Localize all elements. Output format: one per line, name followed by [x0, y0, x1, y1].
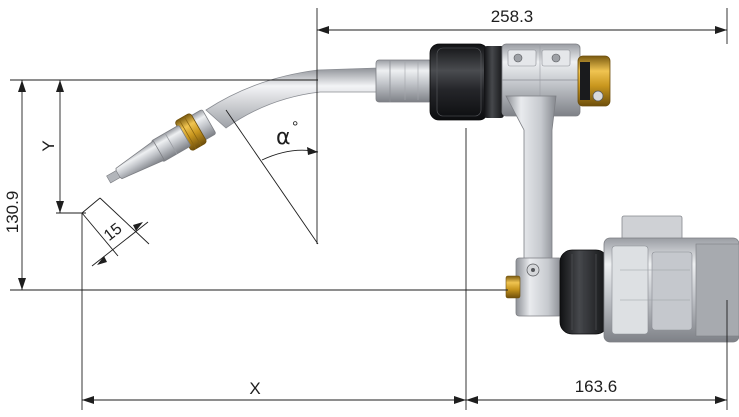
- black-insulator: [429, 43, 504, 121]
- angle-alpha-label: α: [276, 125, 291, 150]
- tip-width-label: 15: [101, 220, 126, 244]
- angle-degree-label: °: [292, 119, 298, 136]
- lower-black-coupling: [559, 249, 609, 335]
- x-offset-label: X: [249, 379, 260, 398]
- torch-illustration: [106, 43, 739, 343]
- neck-coupling: [375, 59, 433, 103]
- rear-length-label: 163.6: [575, 377, 618, 396]
- contact-tip: [106, 170, 121, 184]
- y-offset-label: Y: [39, 140, 58, 151]
- bracket-brass-screw: [505, 275, 521, 299]
- cable-connector: [603, 215, 739, 343]
- height-label: 130.9: [3, 191, 22, 234]
- dimension-lines: [10, 8, 728, 410]
- nozzle-assembly: [106, 109, 216, 184]
- rear-brass-connector: [577, 55, 611, 107]
- overall-length-label: 258.3: [491, 7, 534, 26]
- mount-bracket: [505, 95, 563, 317]
